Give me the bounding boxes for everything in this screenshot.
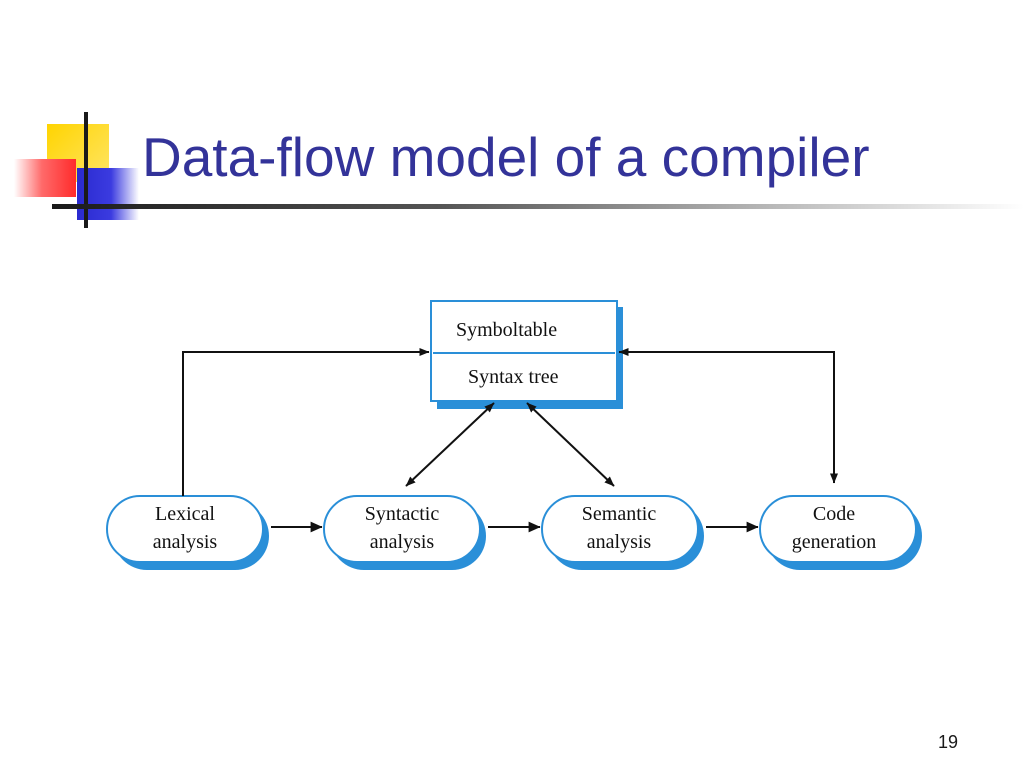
slide-page-number: 19 bbox=[938, 732, 959, 752]
symbol-table-label: Symboltable bbox=[456, 319, 557, 341]
stage-lexical-line2: analysis bbox=[153, 531, 218, 553]
decor-vertical-line bbox=[84, 112, 88, 228]
stage-code-frame bbox=[759, 495, 917, 563]
title-underline bbox=[52, 204, 1024, 209]
stage-semantic-frame bbox=[541, 495, 699, 563]
stage-semantic-line2: analysis bbox=[587, 531, 652, 553]
stage-syntactic-analysis: Syntactic analysis bbox=[323, 495, 486, 570]
stage-lexical-line1: Lexical bbox=[155, 503, 215, 525]
stage-code-line2: generation bbox=[792, 531, 876, 553]
stage-syntactic-line1: Syntactic bbox=[365, 503, 440, 525]
stage-semantic-line1: Semantic bbox=[582, 503, 657, 525]
decor-red-square bbox=[14, 159, 76, 197]
arrow-lexical-to-symbol-table bbox=[182, 348, 430, 496]
stage-code-generation: Code generation bbox=[759, 495, 922, 570]
slide-title: Data-flow model of a compiler bbox=[142, 126, 870, 188]
stage-semantic-analysis: Semantic analysis bbox=[541, 495, 704, 570]
stage-lexical-analysis: Lexical analysis bbox=[106, 495, 269, 570]
symbol-table-box-frame bbox=[430, 300, 618, 402]
symbol-table-box: Symboltable Syntax tree bbox=[430, 300, 623, 409]
stage-syntactic-frame bbox=[323, 495, 481, 563]
arrow-syntactic-symbol-table bbox=[405, 402, 495, 487]
arrow-semantic-symbol-table bbox=[526, 402, 615, 487]
arrow-symbol-table-to-code bbox=[618, 348, 838, 484]
syntax-tree-label: Syntax tree bbox=[468, 366, 559, 388]
stage-syntactic-line2: analysis bbox=[370, 531, 435, 553]
stage-lexical-frame bbox=[106, 495, 264, 563]
stage-code-line1: Code bbox=[813, 503, 855, 525]
